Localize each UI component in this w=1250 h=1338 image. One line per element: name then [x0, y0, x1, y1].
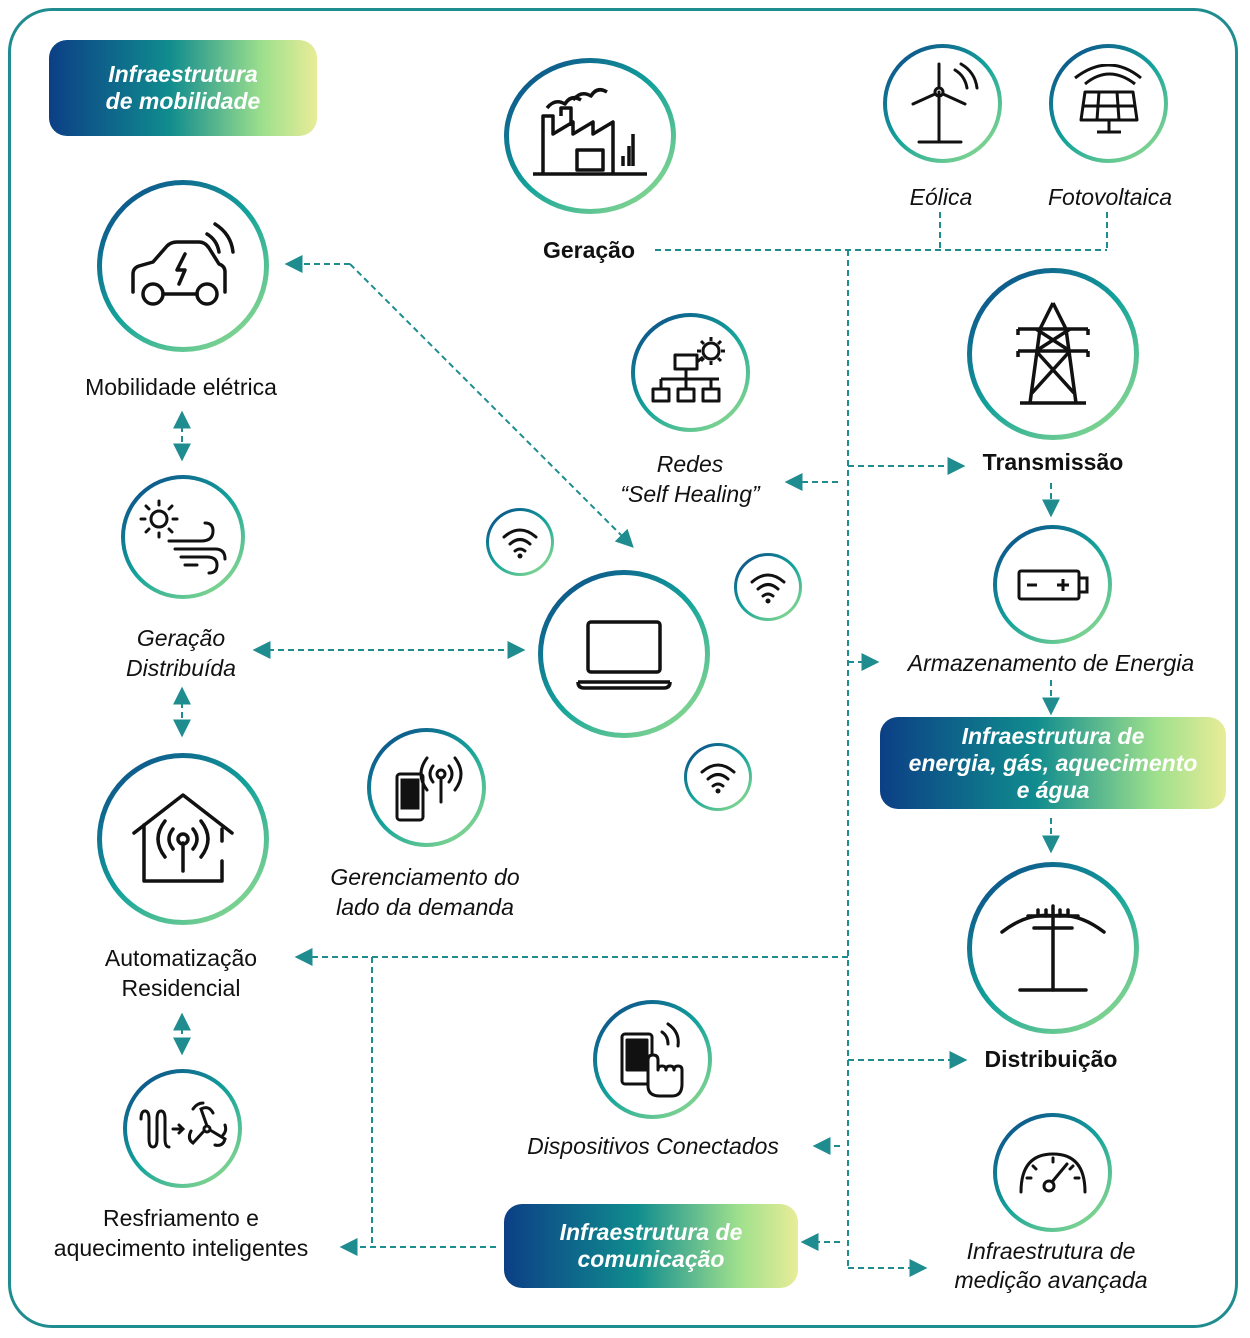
- transmission-node: [967, 268, 1139, 440]
- laptop-node: [538, 570, 710, 738]
- label-generation: Geração: [542, 237, 636, 263]
- wifi-node-3: [684, 743, 752, 811]
- distributed-generation-node: [121, 475, 245, 599]
- label-home-automation-2: Residencial: [121, 975, 241, 1001]
- battery-icon: [1017, 569, 1088, 600]
- label-self-healing-2: “Self Healing”: [620, 481, 760, 507]
- wifi-node-2: [734, 553, 802, 621]
- label-solar: Fotovoltaica: [1047, 184, 1173, 210]
- label-storage: Armazenamento de Energia: [907, 650, 1195, 676]
- phone-signal-icon: [395, 756, 462, 821]
- electric-car-icon: [131, 222, 235, 306]
- label-demand-management-2: lado da demanda: [336, 894, 514, 920]
- label-home-automation-1: Automatização: [104, 945, 258, 971]
- hvac-node: [123, 1069, 242, 1188]
- outer-frame: [8, 8, 1238, 1328]
- badge-energy-infrastructure: Infraestrutura de energia, gás, aquecime…: [880, 717, 1226, 809]
- label-transmission: Transmissão: [982, 449, 1124, 475]
- generation-node: [504, 58, 676, 214]
- metering-node: [993, 1113, 1112, 1232]
- demand-management-node: [367, 728, 486, 847]
- label-metering-1: Infraestrutura de: [966, 1238, 1136, 1264]
- label-electric-mobility: Mobilidade elétrica: [85, 374, 277, 400]
- label-hvac-1: Resfriamento e: [103, 1205, 259, 1231]
- factory-icon: [533, 88, 647, 176]
- badge-mobility-infrastructure: Infraestrutura de mobilidade: [49, 40, 317, 136]
- self-healing-node: [631, 313, 750, 432]
- distribution-node: [967, 862, 1139, 1034]
- storage-node: [993, 525, 1112, 644]
- solar-node: [1049, 44, 1168, 163]
- label-metering-2: medição avançada: [954, 1267, 1148, 1293]
- touch-phone-icon: [620, 1022, 683, 1097]
- label-distribution: Distribuição: [984, 1046, 1118, 1072]
- wifi-icon: [750, 573, 786, 604]
- badge-communication-infrastructure: Infraestrutura de comunicação: [504, 1204, 798, 1288]
- power-pole-icon: [1000, 904, 1106, 992]
- label-hvac-2: aquecimento inteligentes: [53, 1235, 309, 1261]
- label-demand-management-1: Gerenciamento do: [330, 864, 520, 890]
- transmission-tower-icon: [1016, 302, 1090, 405]
- gauge-icon: [1019, 1151, 1086, 1193]
- label-distributed-generation-1: Geração: [136, 625, 226, 651]
- electric-mobility-node: [97, 180, 269, 352]
- home-automation-node: [97, 753, 269, 925]
- network-gear-icon: [651, 336, 725, 402]
- wind-node: [883, 44, 1002, 163]
- solar-panel-icon: [1073, 63, 1142, 133]
- sun-wind-icon: [139, 499, 227, 575]
- label-wind: Eólica: [909, 184, 973, 210]
- label-connected-devices: Dispositivos Conectados: [527, 1133, 779, 1159]
- laptop-icon: [576, 620, 672, 690]
- wind-turbine-icon: [911, 62, 978, 143]
- wifi-icon: [502, 528, 538, 559]
- label-self-healing-1: Redes: [656, 451, 724, 477]
- heat-fan-icon: [139, 1101, 227, 1149]
- smart-home-icon: [132, 793, 234, 883]
- connected-devices-node: [593, 1000, 712, 1119]
- label-distributed-generation-2: Distribuída: [126, 655, 236, 681]
- wifi-node-1: [486, 508, 554, 576]
- line-to-laptop: [349, 263, 634, 548]
- wifi-icon: [700, 763, 736, 794]
